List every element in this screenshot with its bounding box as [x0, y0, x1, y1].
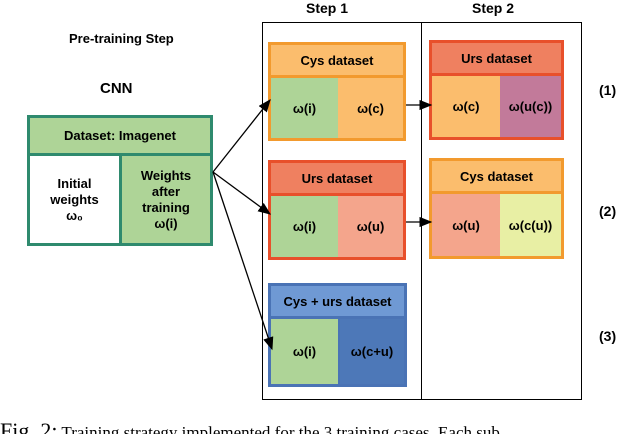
row1-step1-title-text: Cys dataset [300, 52, 374, 68]
row2-step1-box: Urs dataset ω(i) ω(u) [268, 160, 406, 260]
row1-step1-title: Cys dataset [271, 45, 403, 78]
row2-step2-box: Cys dataset ω(u) ω(c(u)) [429, 158, 564, 259]
row2-step2-left-cell: ω(u) [432, 194, 500, 256]
row1-step1-right-text: ω(c) [357, 100, 384, 116]
pretraining-step-title: Pre-training Step [69, 31, 174, 46]
row1-step1-box: Cys dataset ω(i) ω(c) [268, 42, 406, 141]
pretraining-dataset-label: Dataset: Imagenet [64, 128, 176, 143]
row1-step1-left-cell: ω(i) [271, 78, 338, 138]
figure-caption: Fig. 2: Training strategy implemented fo… [0, 418, 640, 434]
row2-step2-title-text: Cys dataset [460, 168, 533, 184]
row1-step2-title-text: Urs dataset [461, 50, 532, 66]
step1-title: Step 1 [306, 0, 349, 16]
row2-label: (2) [599, 203, 617, 219]
row2-step2-right-text: ω(c(u)) [508, 217, 553, 233]
initial-weights-line2: weights [50, 191, 99, 207]
cnn-label: CNN [100, 80, 133, 97]
weights-after-line2: after [151, 183, 181, 199]
row3-step1-left-cell: ω(i) [271, 319, 338, 384]
row2-step1-title: Urs dataset [271, 163, 403, 196]
row1-step1-left-text: ω(i) [292, 100, 317, 116]
row1-step2-left-text: ω(c) [452, 99, 480, 114]
row1-step1-right-cell: ω(c) [338, 78, 403, 138]
row2-step1-left-text: ω(i) [292, 219, 317, 234]
row2-step1-right-cell: ω(u) [338, 196, 403, 257]
row1-step2-title: Urs dataset [432, 43, 561, 76]
row1-step2-box: Urs dataset ω(c) ω(u(c)) [429, 40, 564, 140]
step2-title: Step 2 [472, 0, 515, 16]
steps-divider [421, 22, 422, 400]
weights-after-training-cell: Weights after training ω(i) [122, 156, 210, 243]
row2-step2-left-text: ω(u) [452, 217, 480, 233]
row2-step1-right-text: ω(u) [356, 219, 385, 234]
initial-weights-symbol: ω₀ [66, 207, 83, 223]
pretraining-dataset-title: Dataset: Imagenet [30, 118, 210, 156]
row3-step1-title-text: Cys + urs dataset [283, 293, 392, 309]
weights-after-line3: training [142, 199, 190, 215]
row3-step1-left-text: ω(i) [292, 344, 317, 359]
row3-label: (3) [599, 328, 617, 344]
row2-step2-title: Cys dataset [432, 161, 561, 194]
caption-text: Training strategy implemented for the 3 … [61, 423, 500, 434]
row2-step1-title-text: Urs dataset [301, 170, 373, 186]
initial-weights-cell: Initial weights ω₀ [30, 156, 122, 243]
row3-step1-right-text: ω(c+u) [350, 344, 394, 359]
row3-step1-title: Cys + urs dataset [271, 286, 404, 319]
row1-step2-right-text: ω(u(c)) [508, 99, 553, 114]
pretraining-box: Dataset: Imagenet Initial weights ω₀ Wei… [27, 115, 213, 246]
initial-weights-line1: Initial [57, 175, 92, 191]
row3-step1-box: Cys + urs dataset ω(i) ω(c+u) [268, 283, 407, 387]
row1-label: (1) [599, 82, 617, 98]
row2-step2-right-cell: ω(c(u)) [500, 194, 561, 256]
weights-after-line1: Weights [140, 167, 192, 183]
row2-step1-left-cell: ω(i) [271, 196, 338, 257]
row1-step2-right-cell: ω(u(c)) [500, 76, 561, 137]
row3-step1-right-cell: ω(c+u) [338, 319, 404, 384]
caption-prefix: Fig. 2: [0, 418, 58, 434]
row1-step2-left-cell: ω(c) [432, 76, 500, 137]
weights-after-symbol: ω(i) [154, 215, 178, 231]
